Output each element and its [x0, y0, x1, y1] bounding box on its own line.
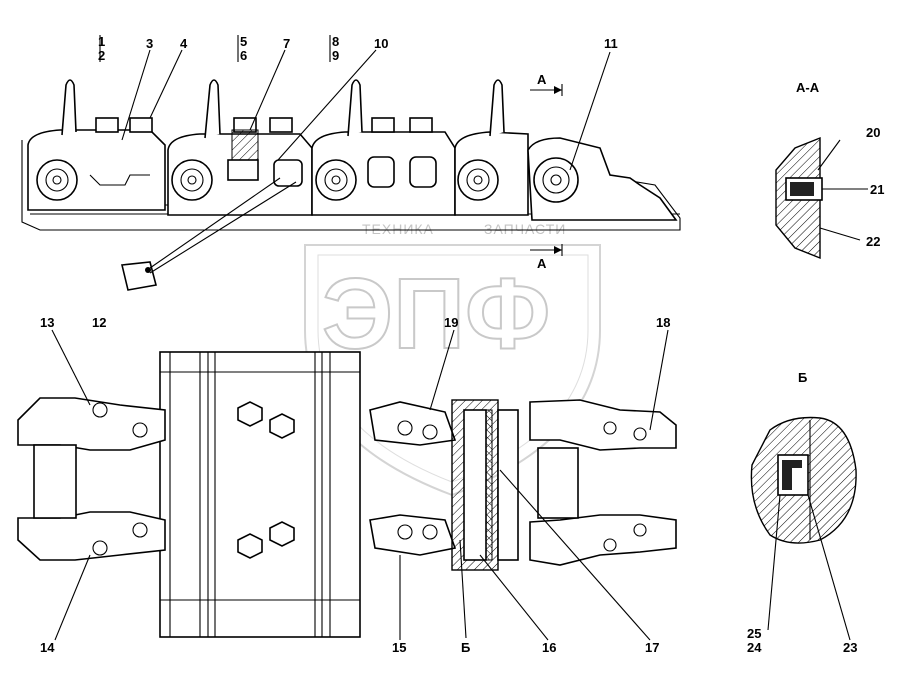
left-links: [17, 397, 166, 561]
tag: [121, 177, 297, 291]
callout-24: 24: [747, 640, 762, 655]
callout-13: 13: [40, 315, 54, 330]
grousers: [61, 79, 505, 139]
bolt-heads: [95, 117, 433, 133]
callout-20: 20: [866, 125, 880, 140]
leader-lines: [51, 35, 669, 641]
callout-15: 15: [392, 640, 406, 655]
bolt-section: [227, 129, 259, 181]
callout-14: 14: [40, 640, 55, 655]
callout-9: 9: [332, 48, 339, 63]
callout-16: 16: [542, 640, 556, 655]
section-b-title: Б: [798, 370, 807, 385]
watermark-text-right: ЗАПЧАСТИ: [484, 221, 566, 237]
callout-8: 8: [332, 34, 339, 49]
right-links: [529, 399, 677, 566]
callouts: 1 2 3 4 5 6 7 8 9 10 11 12 13 14 15 16 1…: [40, 34, 884, 655]
pin-section: [451, 399, 519, 571]
callout-6: 6: [240, 48, 247, 63]
arrow-label-top: A: [537, 72, 547, 87]
callout-b: Б: [461, 640, 470, 655]
callout-25: 25: [747, 626, 761, 641]
callout-10: 10: [374, 36, 388, 51]
track-shoe: [159, 351, 361, 638]
callout-21: 21: [870, 182, 884, 197]
callout-23: 23: [843, 640, 857, 655]
callout-18: 18: [656, 315, 670, 330]
callout-19: 19: [444, 315, 458, 330]
arrow-label-bottom: A: [537, 256, 547, 271]
callout-5: 5: [240, 34, 247, 49]
chain-side-view: A A: [21, 72, 681, 291]
pins: [36, 157, 579, 203]
section-arrow-bottom: A: [530, 244, 563, 271]
callout-7: 7: [283, 36, 290, 51]
callout-1: 1: [98, 34, 105, 49]
callout-4: 4: [180, 36, 188, 51]
callout-12: 12: [92, 315, 106, 330]
callout-17: 17: [645, 640, 659, 655]
watermark-text-left: ТЕХНИКА: [362, 221, 434, 237]
callout-11: 11: [604, 36, 618, 51]
section-arrow-top: A: [530, 72, 563, 96]
section-aa: А-А: [775, 80, 868, 260]
callout-22: 22: [866, 234, 880, 249]
callout-3: 3: [146, 36, 153, 51]
section-aa-title: А-А: [796, 80, 820, 95]
callout-2: 2: [98, 48, 105, 63]
section-b: Б: [750, 370, 857, 641]
chain-plan-view: [17, 351, 677, 638]
middle-links: [369, 401, 457, 556]
